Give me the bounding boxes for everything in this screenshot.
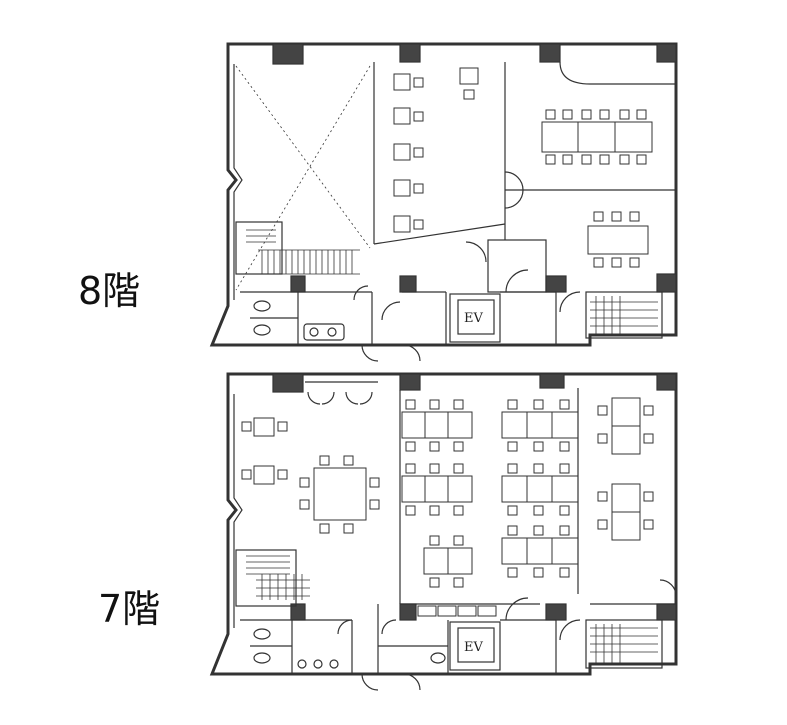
column: [399, 43, 421, 63]
floor-7-outer-wall-inner: [233, 394, 243, 628]
door-swing: [361, 344, 379, 362]
door-swing: [505, 269, 529, 293]
desk-set: [393, 67, 479, 233]
column: [545, 603, 567, 621]
column: [399, 603, 417, 621]
meeting-table: [541, 109, 653, 165]
elevator-car: [457, 299, 495, 335]
column: [656, 43, 677, 63]
column: [656, 603, 677, 621]
stair: [585, 619, 663, 669]
stair: [235, 549, 297, 607]
column: [539, 43, 561, 63]
door-swing: [504, 189, 524, 209]
column: [399, 373, 421, 391]
sink: [309, 327, 319, 337]
floor-7-plan: [209, 372, 678, 691]
column: [539, 373, 565, 389]
toilet: [253, 652, 271, 664]
urinal: [329, 659, 339, 669]
column: [545, 275, 567, 293]
floor-label-8: 8階: [78, 269, 141, 313]
desk-cluster: [501, 399, 579, 578]
door-swing: [321, 391, 335, 405]
desk-cluster-right: [597, 397, 654, 541]
door-swing: [353, 285, 369, 301]
toilet: [253, 628, 271, 640]
column: [656, 273, 677, 293]
door-swing: [359, 391, 373, 405]
stair-treads: [246, 229, 360, 275]
column: [290, 275, 306, 293]
door-swing: [559, 619, 581, 641]
column: [272, 43, 304, 65]
toilet: [253, 300, 271, 312]
elevator: [449, 293, 501, 343]
column: [399, 275, 417, 293]
stair-treads: [590, 624, 658, 664]
stair: [585, 291, 663, 339]
door-swing: [659, 579, 677, 597]
floor-7-outer-wall: [209, 372, 678, 676]
stair-treads: [246, 555, 310, 600]
void-diagonal: [235, 65, 371, 291]
door-swing: [337, 619, 353, 635]
meeting-table-small: [587, 211, 649, 268]
sink: [327, 327, 337, 337]
floor-8-outer-wall-inner: [233, 64, 243, 300]
urinal: [313, 659, 323, 669]
column: [656, 373, 677, 391]
door-swing: [307, 391, 321, 405]
stair-treads: [590, 296, 658, 336]
partition: [373, 223, 506, 245]
urinal: [297, 659, 307, 669]
door-swing: [505, 597, 529, 621]
toilet: [253, 324, 271, 336]
door-swing: [345, 391, 359, 405]
door-swing: [403, 344, 421, 362]
lounge-furniture: [241, 417, 380, 534]
elevator-label-8: EV: [464, 311, 483, 326]
desk-cluster: [401, 399, 473, 588]
shaft: [487, 239, 547, 293]
door-swing: [465, 241, 487, 263]
floor-label-7: 7階: [98, 587, 161, 631]
elevator: [449, 621, 501, 671]
door-swing: [381, 619, 397, 635]
floor-8-plan: [209, 42, 678, 362]
elevator-car: [457, 627, 495, 663]
bench-seating: [417, 605, 497, 617]
door-swing: [381, 301, 401, 321]
floor-8-outer-wall: [209, 42, 678, 347]
door-swing: [403, 673, 421, 691]
sink-counter: [303, 323, 345, 341]
toilet: [430, 652, 446, 664]
door-swing: [504, 171, 524, 191]
void-diagonal: [235, 65, 371, 249]
column: [272, 373, 304, 393]
elevator-label-7: EV: [464, 640, 483, 655]
door-swing: [559, 291, 581, 313]
curved-wall: [559, 61, 676, 85]
door-swing: [361, 673, 379, 691]
